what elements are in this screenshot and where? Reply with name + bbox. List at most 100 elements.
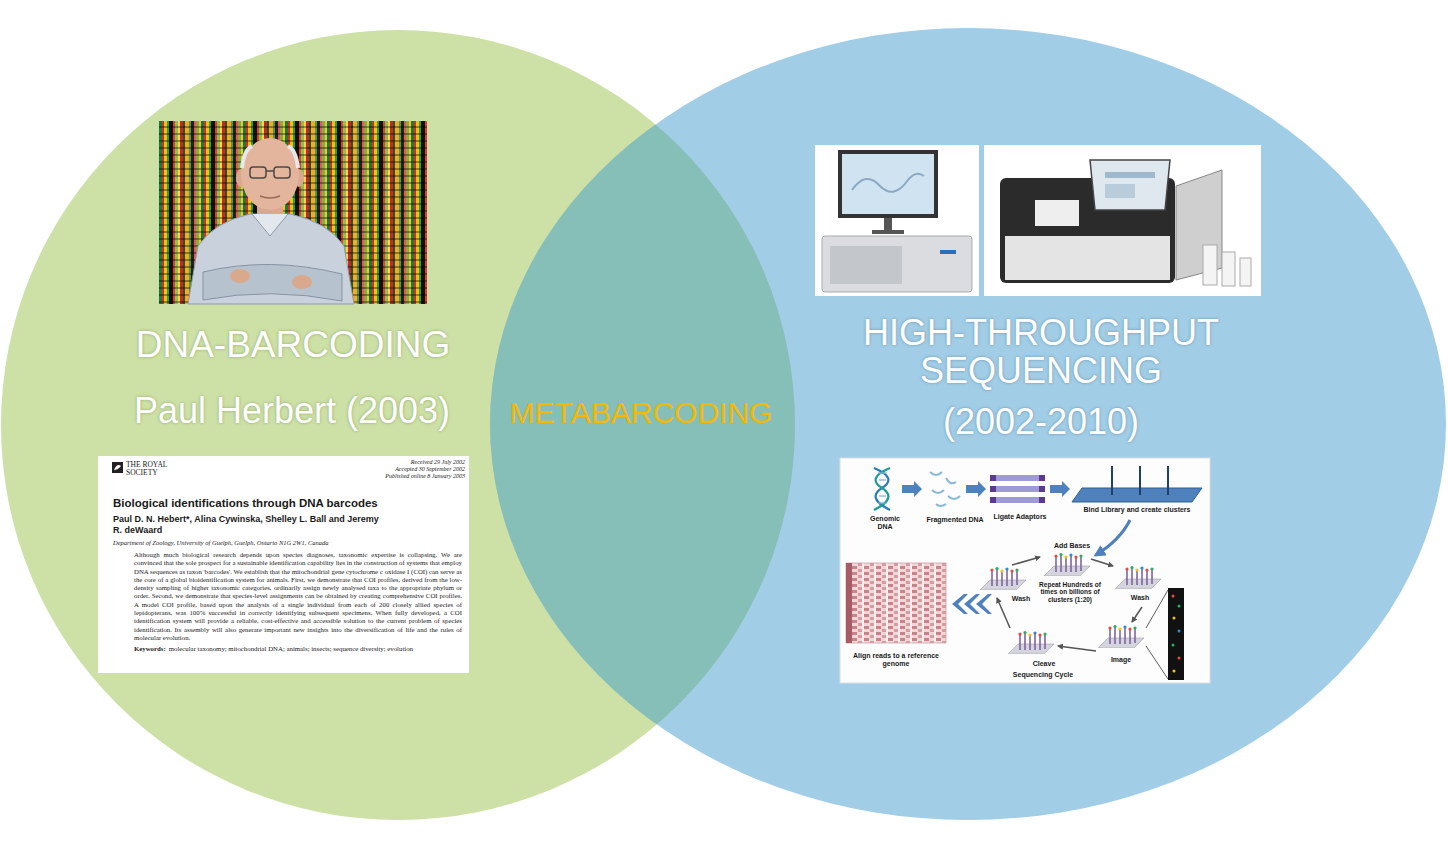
sequencer-photo-right-part (1090, 160, 1170, 210)
circle-subtitle: Paul Herbert (2003) (134, 390, 450, 431)
sequencing-workflow-part-part (948, 496, 960, 499)
sequencing-workflow-part (846, 563, 946, 643)
portrait-photo-part (188, 214, 354, 304)
sequencing-workflow-part-part (1039, 475, 1045, 481)
sequencer-photo-right-part (1222, 252, 1235, 286)
sequencing-workflow-part (1115, 566, 1161, 589)
sequencing-workflow-part-part (997, 598, 1010, 628)
portrait-photo-part (252, 214, 288, 236)
sequencing-workflow-part (1072, 488, 1202, 502)
sequencer-photo-right-part (1005, 236, 1170, 280)
sequencing-workflow-part (1172, 595, 1175, 598)
sequencing-workflow-part (902, 481, 922, 497)
sequencing-workflow-part (980, 567, 1026, 590)
sequencer-photo-left (815, 145, 979, 296)
step-label: Bind Library and create clusters (1067, 506, 1207, 514)
sequencing-workflow-part (1050, 481, 1070, 497)
sequencing-workflow-part-part (946, 478, 956, 483)
cycle-note: Repeat Hundreds of times on billions of … (1034, 581, 1106, 603)
portrait-photo-part (250, 167, 266, 178)
sequencing-workflow-part (990, 475, 1045, 503)
sequencing-workflow-part (1178, 605, 1181, 608)
sequencing-workflow-part-part (990, 486, 996, 492)
sequencing-workflow-part-part (1111, 466, 1113, 495)
step-label: Ligate Adaptors (985, 513, 1055, 521)
sequencing-workflow-part (1178, 657, 1181, 660)
paper-panel (98, 456, 469, 673)
sequencing-workflow-part-part (1091, 559, 1113, 566)
date-note: Published online 8 January 2003 (355, 473, 465, 480)
circle-subtitle: (2002-2010) (943, 401, 1139, 442)
sequencing-workflow-part-part (1012, 557, 1040, 565)
portrait-photo (159, 121, 427, 304)
step-label: Fragmented DNA (920, 516, 990, 524)
paper-title: Biological identifications through DNA b… (113, 497, 465, 510)
date-note: Accepted 30 September 2002 (355, 466, 465, 473)
paper-panel-part (98, 456, 469, 673)
sequencer-photo-left-part (842, 154, 934, 214)
sequencing-workflow-part-part (1132, 607, 1142, 622)
portrait-photo-part (230, 269, 250, 283)
sequencing-workflow-part (1178, 630, 1181, 633)
sequencing-workflow-part (1098, 625, 1144, 648)
sequencer-photo-right (984, 145, 1261, 296)
sequencing-workflow-part-part (878, 472, 887, 473)
circle-title: DNA-BARCODING (136, 324, 451, 367)
paper-affiliation: Department of Zoology, University of Gue… (113, 539, 463, 546)
portrait-photo-part (292, 275, 312, 289)
sequencing-workflow-part (1146, 590, 1168, 628)
portrait-photo-part (260, 196, 280, 198)
sequencing-workflow-part-part (932, 490, 944, 493)
sequencing-workflow-part (1112, 466, 1168, 495)
publisher-name: THE ROYAL SOCIETY (126, 461, 178, 478)
sequencing-workflow-part (840, 458, 1210, 683)
portrait-photo-part (288, 146, 298, 168)
sequencer-photo-left-part (838, 150, 938, 218)
cycle-label: Wash (1125, 594, 1155, 602)
sequencing-workflow-part (966, 481, 986, 497)
sequencing-workflow-part-part (990, 475, 1045, 481)
date-note: Received 29 July 2002 (355, 459, 465, 466)
sequencer-photo-left-part (830, 246, 902, 284)
overlap-title: METABARCODING (510, 396, 773, 431)
sequencing-workflow-part (1173, 670, 1176, 673)
portrait-photo-part (242, 146, 252, 168)
sequencing-workflow-part-part (936, 504, 946, 506)
sequencing-workflow-part (878, 473, 887, 503)
sequencing-workflow-part-part (879, 495, 886, 496)
sequencing-workflow-part (1146, 646, 1168, 679)
sequencing-workflow-part-part (1039, 486, 1045, 492)
sequencer-photo-right-part (1035, 200, 1079, 226)
step-label: Genomic DNA (865, 515, 905, 531)
sequencer-photo-right-part (1105, 172, 1155, 178)
sequencing-workflow-part-part (990, 497, 1045, 503)
cycle-label: Add Bases (1047, 542, 1097, 550)
sequencer-photo-left-part (815, 145, 979, 296)
sequencing-workflow-part (1008, 631, 1054, 654)
sequencer-photo-right-part (984, 145, 1261, 296)
sequencer-photo-right-part (1105, 184, 1135, 198)
sequencer-photo-right-part (1240, 258, 1251, 286)
cycle-label: Wash (1006, 595, 1036, 603)
portrait-photo-part (203, 264, 342, 301)
sequencing-workflow-part-part (930, 472, 942, 475)
keywords-heading: Keywords: (134, 645, 166, 653)
sequencing-workflow-part-part (878, 502, 887, 503)
sequencing-workflow-part-part (1167, 466, 1169, 495)
sequencing-workflow-part (1044, 553, 1090, 576)
portrait-photo-part (274, 167, 290, 178)
sequencing-workflow-part (1096, 520, 1130, 555)
sequencing-workflow-part (976, 594, 992, 614)
sequencing-workflow-part-part (990, 475, 996, 481)
sequencing-workflow-part-part (1139, 466, 1141, 495)
portrait-photo-part (159, 121, 427, 304)
step-label: Align reads to a reference genome (846, 652, 946, 668)
sequencing-workflow (840, 458, 1210, 683)
sequencing-workflow-part (874, 468, 890, 510)
cycle-label: Cleave (1027, 660, 1061, 668)
sequencing-workflow-part (930, 472, 960, 506)
circle-title: HIGH-THROUGHPUT SEQUENCING (836, 314, 1246, 390)
sequencing-workflow-part (1173, 617, 1176, 620)
sequencer-photo-left-part (940, 250, 956, 254)
portrait-photo-part (266, 170, 274, 172)
